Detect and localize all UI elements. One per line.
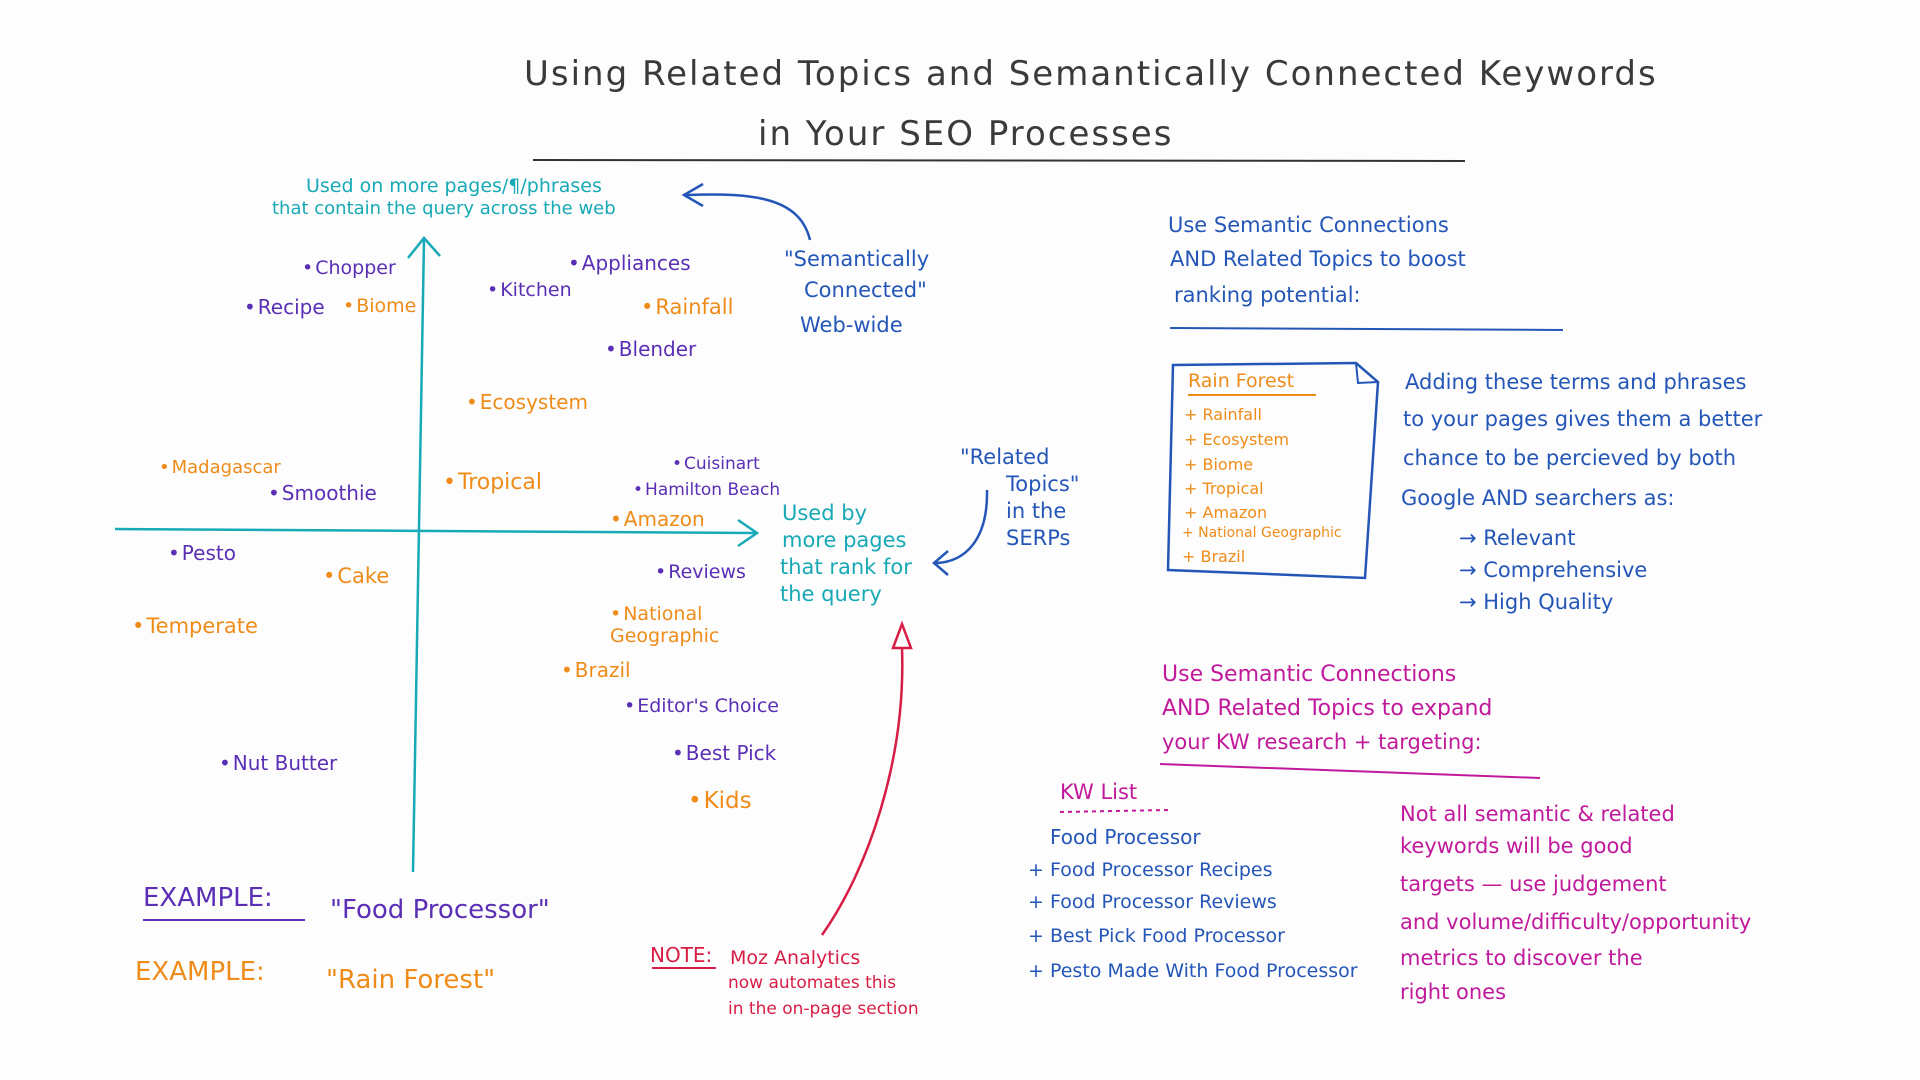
expand-line-2: AND Related Topics to expand (1162, 696, 1493, 721)
keyword-pesto: Pesto (168, 542, 236, 565)
doc-box-item: + Rainfall (1184, 405, 1262, 424)
y-axis (411, 239, 426, 873)
doc-box-item: + Brazil (1182, 547, 1246, 566)
doc-box-title: Rain Forest (1188, 370, 1295, 392)
note-arrowhead (891, 620, 913, 650)
benefit-item-relevant: → Relevant (1459, 526, 1576, 550)
kw-list-underline (1059, 809, 1169, 813)
related-callout-line-3: in the (1006, 499, 1067, 523)
semantic-callout-line-3: Web-wide (800, 313, 903, 337)
y-axis-label-line-1: Used on more pages/¶/phrases (306, 175, 602, 197)
expand-underline (1159, 763, 1541, 779)
kw-list-item: + Pesto Made With Food Processor (1028, 960, 1358, 982)
semantic-callout-arrowhead (681, 182, 704, 208)
boost-line-1: Use Semantic Connections (1168, 213, 1449, 237)
x-axis (114, 527, 756, 535)
benefits-line-3: chance to be percieved by both (1403, 446, 1737, 470)
expand-line-3: your KW research + targeting: (1162, 730, 1482, 754)
related-callout-line-1: "Related (960, 445, 1050, 469)
semantic-callout-arrow (685, 193, 812, 241)
benefits-line-1: Adding these terms and phrases (1405, 370, 1747, 394)
keyword-chopper: Chopper (302, 257, 396, 280)
benefits-line-4: Google AND searchers as: (1401, 486, 1675, 510)
kw-list-item: + Food Processor Reviews (1028, 891, 1277, 913)
keyword-blender: Blender (605, 338, 696, 361)
expand-line-1: Use Semantic Connections (1162, 662, 1457, 687)
kw-list-item: Food Processor (1050, 825, 1201, 849)
keyword-recipe: Recipe (244, 296, 325, 319)
keyword-kitchen: Kitchen (487, 279, 571, 302)
keyword-tropical: Tropical (443, 470, 542, 495)
related-callout-arrowhead (932, 550, 949, 576)
x-axis-label-line-2: more pages (782, 528, 907, 552)
keyword-kids: Kids (688, 788, 752, 814)
doc-box-item: + National Geographic (1182, 525, 1342, 541)
judgement-line-4: and volume/difficulty/opportunity (1400, 910, 1752, 934)
keyword-best-pick: Best Pick (672, 742, 776, 765)
board-title-line-1: Using Related Topics and Semantically Co… (524, 54, 1658, 94)
example-food-processor: "Food Processor" (330, 895, 550, 925)
kw-list-item: + Food Processor Recipes (1028, 859, 1273, 881)
boost-line-2: AND Related Topics to boost (1170, 247, 1466, 271)
doc-box-fold (1355, 362, 1379, 385)
keyword-biome: Biome (343, 295, 416, 318)
keyword-temperate: Temperate (132, 614, 258, 638)
x-axis-label-line-1: Used by (782, 501, 867, 525)
boost-underline (1169, 327, 1564, 331)
semantic-callout-line-2: Connected" (804, 278, 927, 302)
title-underline (532, 159, 1466, 162)
doc-box-item: + Ecosystem (1184, 430, 1290, 449)
example-label-rain: EXAMPLE: (135, 957, 265, 987)
note-line-1: Moz Analytics (730, 947, 861, 969)
note-arrow (820, 647, 904, 936)
boost-line-3: ranking potential: (1174, 283, 1361, 307)
semantic-callout-line-1: "Semantically (784, 247, 930, 271)
y-axis-label-line-2: that contain the query across the web (272, 198, 616, 219)
board-title-line-2: in Your SEO Processes (758, 114, 1174, 154)
doc-box-item: + Biome (1184, 455, 1254, 474)
x-axis-label-line-4: the query (780, 582, 882, 606)
y-axis-arrowhead (407, 236, 441, 259)
note-label: NOTE: (650, 943, 713, 967)
keyword-cuisinart: Cuisinart (672, 454, 760, 475)
example-label-food: EXAMPLE: (143, 883, 273, 913)
benefits-line-2: to your pages gives them a better (1403, 407, 1763, 431)
keyword-rainfall: Rainfall (641, 295, 733, 319)
benefit-item-comprehensive: → Comprehensive (1459, 558, 1648, 582)
keyword-appliances: Appliances (568, 252, 691, 275)
x-axis-arrowhead (737, 518, 760, 548)
judgement-line-6: right ones (1400, 980, 1507, 1004)
doc-box-item: + Amazon (1184, 503, 1268, 522)
doc-box-outline (1166, 361, 1380, 580)
judgement-line-5: metrics to discover the (1400, 946, 1643, 970)
related-callout-line-4: SERPs (1006, 526, 1071, 550)
benefit-item-high-quality: → High Quality (1459, 590, 1614, 614)
keyword-ecosystem: Ecosystem (466, 391, 588, 414)
doc-box-item: + Tropical (1184, 479, 1264, 498)
keyword-hamilton-beach: Hamilton Beach (633, 480, 780, 501)
keyword-national-geographic: National Geographic (610, 603, 750, 648)
example-rain-forest: "Rain Forest" (326, 965, 496, 995)
keyword-amazon: Amazon (610, 508, 705, 531)
keyword-editors-choice: Editor's Choice (624, 695, 779, 718)
judgement-line-1: Not all semantic & related (1400, 802, 1675, 826)
related-callout-arrow (935, 489, 989, 565)
keyword-brazil: Brazil (561, 659, 631, 682)
keyword-nut-butter: Nut Butter (219, 752, 337, 775)
kw-list-title: KW List (1060, 780, 1138, 804)
note-line-2: now automates this (728, 973, 897, 993)
keyword-smoothie: Smoothie (268, 482, 377, 505)
kw-list-item: + Best Pick Food Processor (1028, 925, 1285, 947)
keyword-cake: Cake (323, 564, 389, 588)
keyword-madagascar: Madagascar (159, 457, 281, 479)
related-callout-line-2: Topics" (1006, 472, 1080, 496)
x-axis-label-line-3: that rank for (780, 555, 912, 579)
judgement-line-3: targets — use judgement (1400, 872, 1667, 896)
keyword-reviews: Reviews (655, 561, 746, 584)
note-line-3: in the on-page section (728, 999, 919, 1019)
judgement-line-2: keywords will be good (1400, 834, 1633, 858)
